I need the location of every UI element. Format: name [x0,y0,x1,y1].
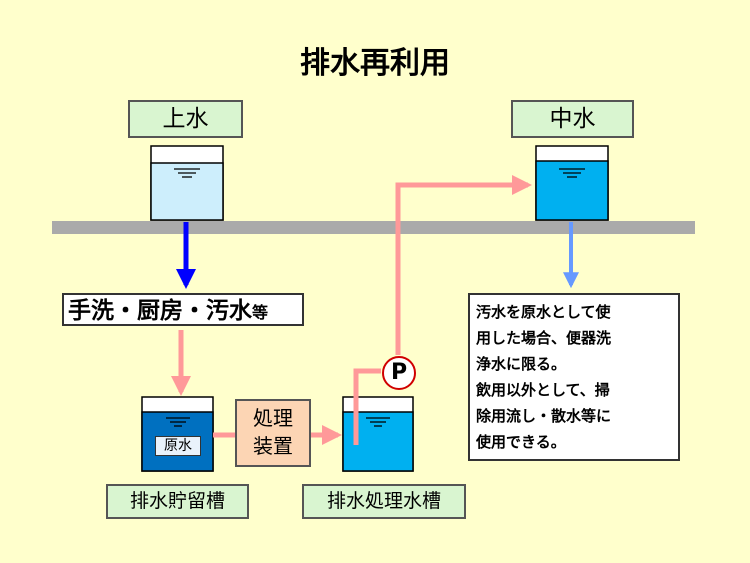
reclaimed-water-label: 中水 [511,100,634,138]
water-sources-label: 手洗・厨房・汚水等 [62,293,304,326]
treatment-device: 処理 装置 [235,399,311,467]
note-line: 除用流し・散水等に [476,407,612,425]
page-title: 排水再利用 [300,46,450,81]
water-level-icon [166,417,190,427]
note-line: 使用できる。 [476,433,566,451]
water-level-icon [174,168,200,178]
drain-storage-tank-label: 排水貯留槽 [106,484,249,519]
treatment-line-2: 装置 [253,434,293,458]
treated-tank-label: 排水処理水槽 [302,484,466,519]
note-line: 飲用以外として、掃 [476,381,610,399]
note-line: 浄水に限る。 [476,355,567,373]
pump-icon: P [382,356,416,390]
floor-slab [52,221,695,234]
treatment-line-1: 処理 [253,406,293,430]
note-line: 用した場合、便器洗 [476,329,612,347]
water-level-icon [366,417,390,427]
water-level-icon [559,168,585,178]
water-sources-suffix: 等 [252,303,269,322]
note-line: 汚水を原水として使 [476,303,611,321]
drain-storage-tank [141,396,214,472]
usage-note: 汚水を原水として使 用した場合、便器洗 浄水に限る。 飲用以外として、掃 除用流… [468,293,680,461]
reclaimed-water-tank [535,145,609,221]
reclaimed-riser-arrow [395,175,532,355]
city-water-label: 上水 [128,100,243,138]
reclaimed-supply-pipe [353,368,381,445]
city-water-tank [150,145,224,221]
water-sources-main: 手洗・厨房・汚水 [68,298,252,324]
raw-water-label: 原水 [155,436,201,456]
